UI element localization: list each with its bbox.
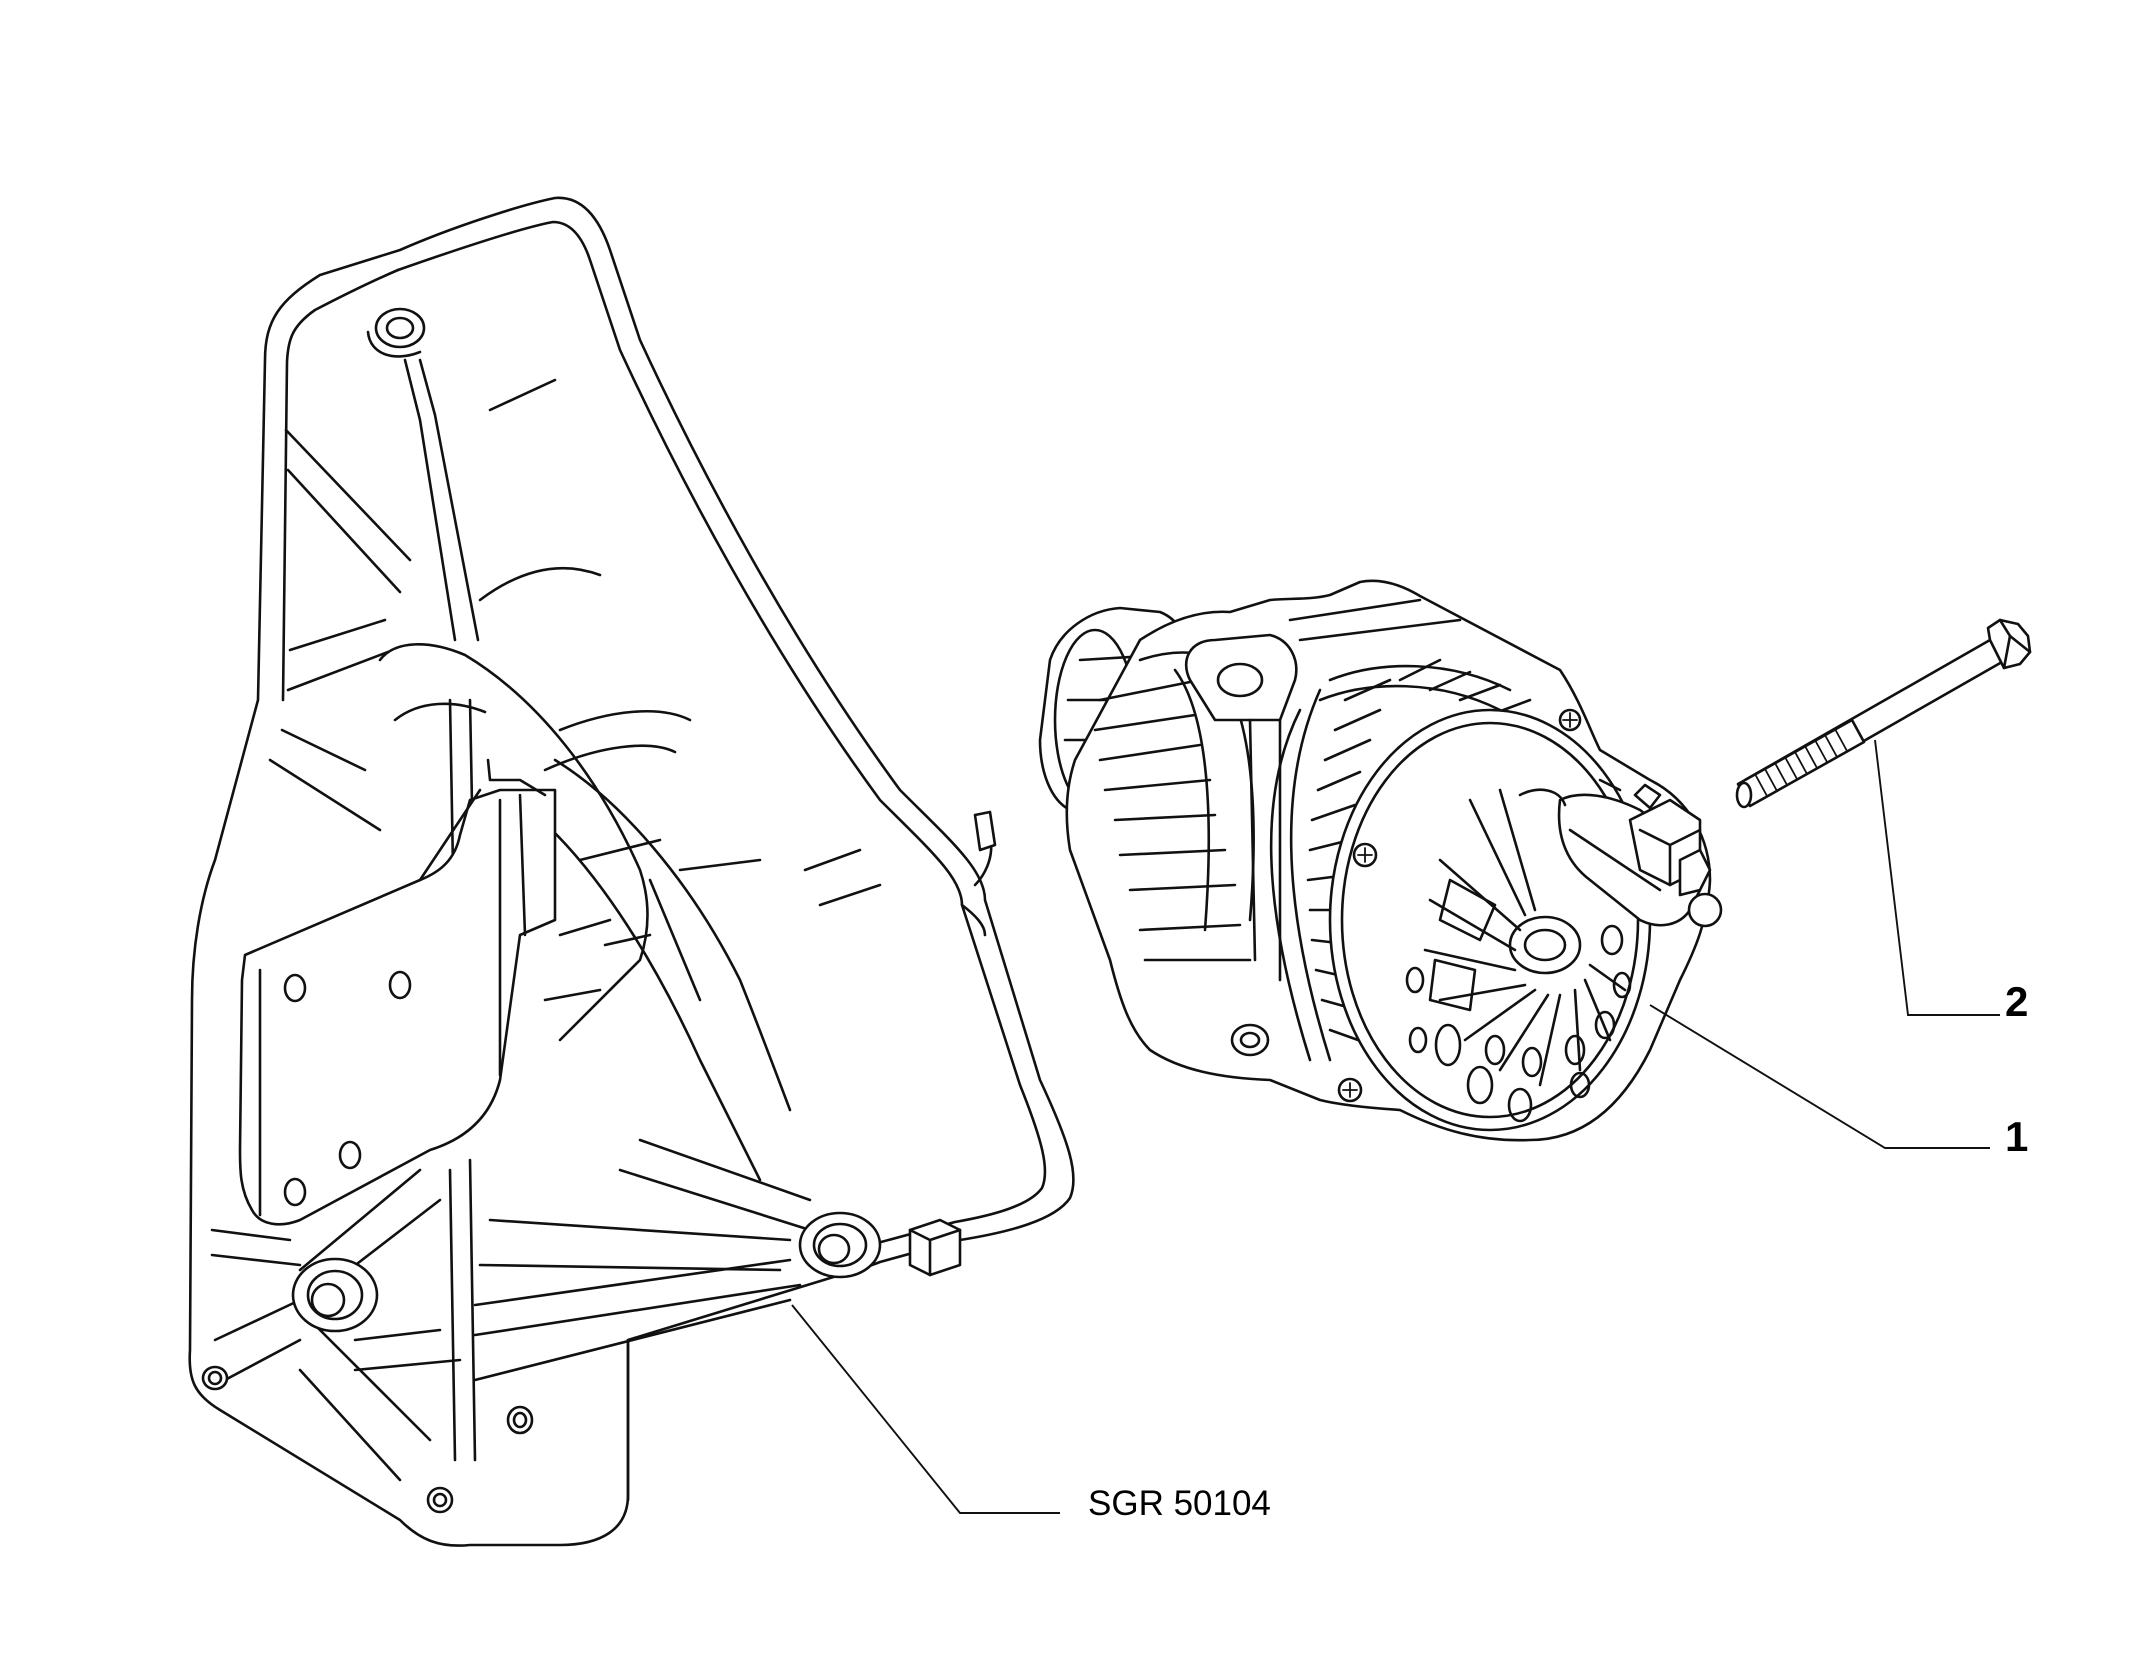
callout-label-bracket-reference: SGR 50104 [1088, 1484, 1271, 1523]
leader-line-alternator [1649, 1004, 1990, 1149]
callout-label-1: 1 [2005, 1113, 2028, 1160]
alternator [1038, 579, 1723, 1142]
leader-line-bolt [1874, 739, 2000, 1016]
leader-line-bracket [791, 1304, 1060, 1514]
callout-label-2: 2 [2005, 978, 2028, 1025]
leader-lines [791, 739, 2000, 1514]
alternator-mounting-bracket [188, 196, 1075, 1547]
mounting-bolt [1735, 618, 2032, 809]
